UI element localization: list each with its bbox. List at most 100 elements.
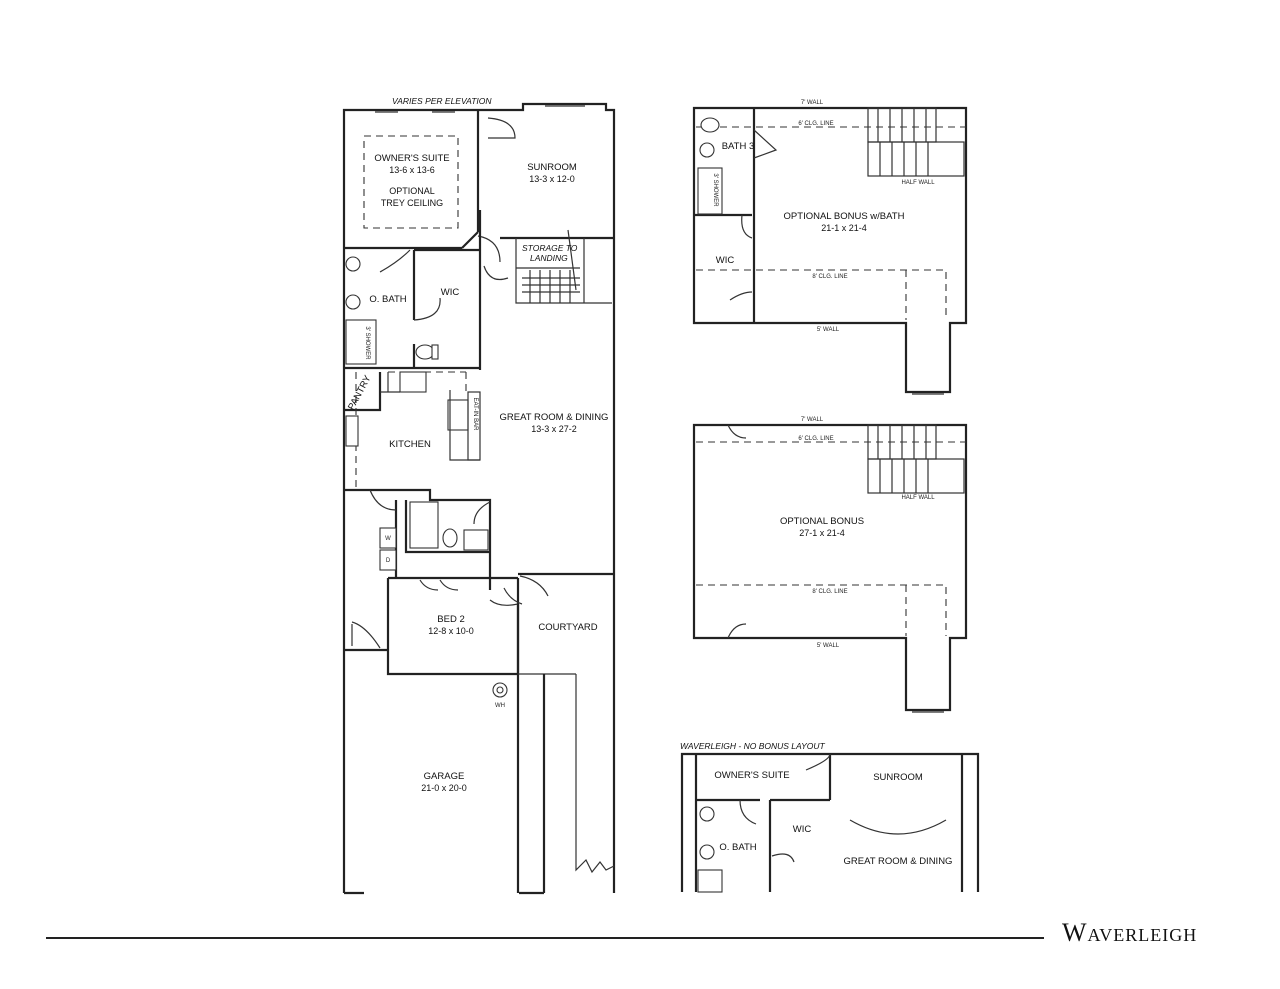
storage-label-1: STORAGE TO bbox=[522, 243, 578, 253]
range bbox=[399, 371, 427, 393]
no-bonus-o-bath: O. BATH bbox=[719, 842, 756, 853]
great-room-label: GREAT ROOM & DINING bbox=[500, 412, 609, 423]
owners-suite-walls bbox=[344, 110, 480, 250]
bonus-outline bbox=[692, 423, 968, 712]
bonus-bath-wic-label: WIC bbox=[716, 255, 735, 266]
owners-suite-option-2: TREY CEILING bbox=[381, 198, 443, 208]
garage-label: GARAGE bbox=[424, 771, 465, 782]
bonus-clg-top: 6' CLG. LINE bbox=[798, 436, 833, 442]
elevation-note: VARIES PER ELEVATION bbox=[392, 96, 492, 106]
top-windows bbox=[375, 105, 585, 113]
eat-bar-label: EAT-IN BAR bbox=[472, 398, 478, 432]
sink-2 bbox=[345, 294, 361, 310]
plan-name: Waverleigh bbox=[1062, 918, 1198, 947]
wic-label: WIC bbox=[441, 287, 460, 298]
hall-toilet bbox=[442, 528, 458, 548]
owners-suite-label: OWNER'S SUITE bbox=[374, 153, 449, 164]
stair-arrow bbox=[567, 229, 577, 291]
no-bonus-title: WAVERLEIGH - NO BONUS LAYOUT bbox=[680, 741, 825, 751]
bed2-door-swings bbox=[419, 579, 519, 606]
bonus-bottom-wall: 5' WALL bbox=[817, 643, 840, 649]
title-rule bbox=[46, 937, 1044, 939]
garage-door-swing bbox=[351, 621, 381, 649]
bonus-ceiling-lines bbox=[696, 441, 966, 636]
storage-label-2: LANDING bbox=[530, 253, 568, 263]
courtyard-label: COURTYARD bbox=[538, 622, 597, 633]
bonus-bath-plan: 7' WALL 6' CLG. LINE HALF WALL BATH 3 3'… bbox=[692, 100, 968, 395]
laundry-door-swings bbox=[369, 489, 491, 525]
bed2-size: 12-8 x 10-0 bbox=[428, 626, 474, 636]
bonus-bath-size: 21-1 x 21-4 bbox=[821, 223, 867, 233]
bath3-toilet bbox=[700, 117, 720, 133]
hall-sink bbox=[463, 529, 489, 551]
island-outline bbox=[449, 390, 480, 461]
sunroom-lower-wall bbox=[476, 210, 614, 240]
shower-stall bbox=[345, 319, 377, 365]
dryer bbox=[379, 549, 397, 571]
sunroom-label: SUNROOM bbox=[527, 162, 577, 173]
hall-tub bbox=[409, 501, 439, 549]
bonus-bath-clg-top: 6' CLG. LINE bbox=[798, 121, 833, 127]
bonus-bath-half-wall: HALF WALL bbox=[901, 180, 935, 186]
trey-ceiling-outline bbox=[363, 135, 459, 229]
no-bonus-layout: WAVERLEIGH - NO BONUS LAYOUT OWNER'S SUI… bbox=[680, 741, 980, 893]
stair-treads bbox=[522, 270, 580, 303]
bonus-half-wall: HALF WALL bbox=[901, 495, 935, 501]
no-bonus-sink-1 bbox=[699, 806, 715, 822]
main-floor-plan: VARIES PER ELEVATION bbox=[342, 96, 616, 895]
washer bbox=[379, 527, 397, 549]
pantry-label: PANTRY bbox=[346, 373, 374, 412]
bonus-top-wall: 7' WALL bbox=[801, 417, 824, 423]
bonus-bath-clg-mid: 8' CLG. LINE bbox=[812, 274, 847, 280]
bonus-name: OPTIONAL BONUS bbox=[780, 516, 864, 527]
courtyard-walls bbox=[516, 572, 614, 893]
washer-label: W bbox=[385, 536, 391, 542]
toilet-tank bbox=[431, 344, 439, 360]
water-heater-label: WH bbox=[495, 703, 505, 709]
bonus-bath-door-swings bbox=[729, 129, 778, 301]
bonus-bath-stair-treads bbox=[877, 108, 929, 176]
bath3-label: BATH 3 bbox=[722, 141, 755, 152]
bonus-door-marks bbox=[727, 424, 747, 639]
pantry-door bbox=[380, 372, 400, 393]
bath3-shower bbox=[697, 167, 723, 215]
exterior-wall bbox=[342, 102, 616, 893]
owners-suite-option-1: OPTIONAL bbox=[389, 186, 435, 196]
bath3-sink bbox=[699, 142, 715, 158]
owners-door-swing bbox=[487, 117, 516, 139]
no-bonus-wic: WIC bbox=[793, 824, 812, 835]
bonus-bath-bottom-wall: 5' WALL bbox=[817, 327, 840, 333]
bonus-plan: 7' WALL 6' CLG. LINE HALF WALL OPTIONAL … bbox=[692, 417, 968, 713]
no-bonus-walls bbox=[694, 754, 964, 892]
garage-walls bbox=[344, 648, 546, 893]
toilet bbox=[415, 344, 435, 360]
no-bonus-sunroom: SUNROOM bbox=[873, 772, 923, 783]
bath-wic-walls bbox=[344, 210, 482, 370]
o-bath-label: O. BATH bbox=[369, 294, 406, 305]
bed2-label: BED 2 bbox=[437, 614, 464, 625]
sunroom-size: 13-3 x 12-0 bbox=[529, 174, 575, 184]
bonus-bath-inner-walls bbox=[694, 108, 756, 323]
great-room-size: 13-3 x 27-2 bbox=[531, 424, 577, 434]
courtyard-door-swings bbox=[503, 575, 549, 605]
sink-1 bbox=[345, 256, 361, 272]
bath3-shower-label: 3' SHOWER bbox=[712, 173, 718, 207]
storage-door-swings bbox=[477, 235, 509, 281]
kitchen-sink bbox=[447, 399, 469, 431]
no-bonus-sink-2 bbox=[699, 844, 715, 860]
no-bonus-shower bbox=[697, 869, 723, 893]
bonus-clg-mid: 8' CLG. LINE bbox=[812, 589, 847, 595]
kitchen-label: KITCHEN bbox=[389, 439, 431, 450]
garage-size: 21-0 x 20-0 bbox=[421, 783, 467, 793]
stair-outline bbox=[515, 238, 612, 304]
no-bonus-door-swings bbox=[739, 753, 947, 863]
bonus-bath-name: OPTIONAL BONUS w/BATH bbox=[784, 211, 905, 222]
water-heater-core bbox=[496, 686, 504, 694]
dryer-label: D bbox=[386, 558, 391, 564]
bath-door-swings bbox=[379, 249, 441, 321]
owners-suite-size: 13-6 x 13-6 bbox=[389, 165, 435, 175]
bonus-stair-treads bbox=[877, 425, 929, 493]
bonus-bath-ceiling-lines bbox=[696, 126, 966, 320]
